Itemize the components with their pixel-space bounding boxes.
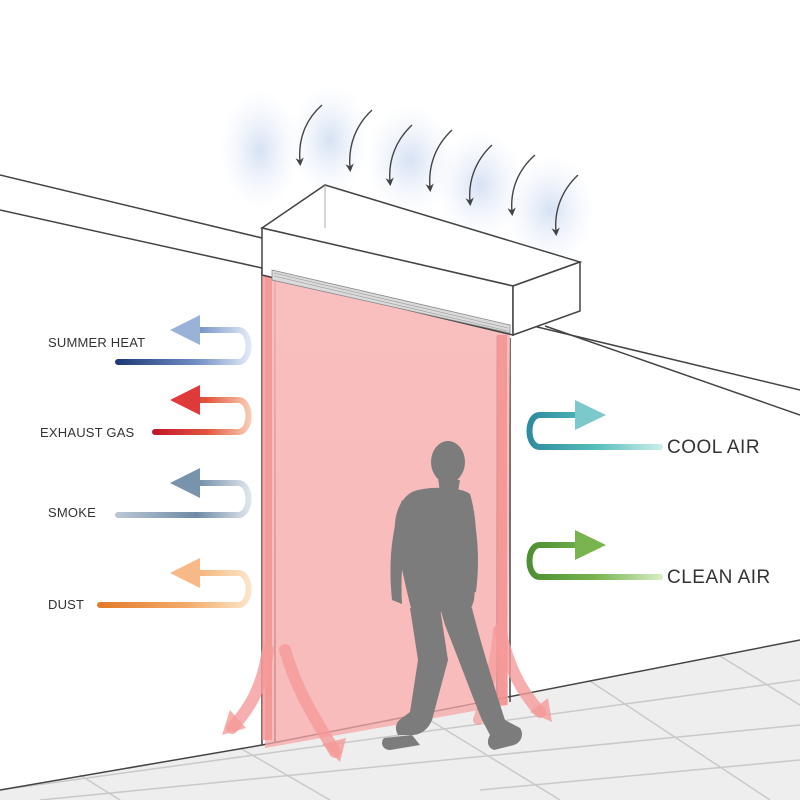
intake-arrows: [295, 104, 579, 237]
clean-air-arrow-icon: [526, 530, 663, 580]
summer-heat-label: SUMMER HEAT: [48, 335, 145, 350]
exhaust-gas-arrow-icon: [152, 385, 252, 435]
intake-arrow-icon: [507, 154, 536, 217]
air-curtain-stream: [222, 275, 552, 762]
summer-heat-arrow-icon: [115, 315, 252, 365]
exhaust-gas-label: EXHAUST GAS: [40, 425, 135, 440]
cool-air-arrow-icon: [526, 400, 663, 450]
smoke-arrow-icon: [115, 468, 252, 518]
intake-arrow-icon: [425, 129, 453, 193]
intake-arrow-icon: [345, 109, 373, 173]
air-curtain-unit: [260, 184, 583, 337]
walking-person-icon: [382, 441, 522, 750]
dust-label: DUST: [48, 597, 84, 612]
intake-arrow-icon: [465, 144, 493, 207]
intake-arrow-icon: [295, 104, 323, 167]
clean-air-label: CLEAN AIR: [667, 567, 771, 588]
dust-arrow-icon: [97, 558, 252, 608]
smoke-label: SMOKE: [48, 505, 96, 520]
intake-arrow-icon: [385, 124, 413, 187]
intake-arrow-icon: [551, 174, 579, 237]
cool-air-label: COOL AIR: [667, 437, 760, 458]
